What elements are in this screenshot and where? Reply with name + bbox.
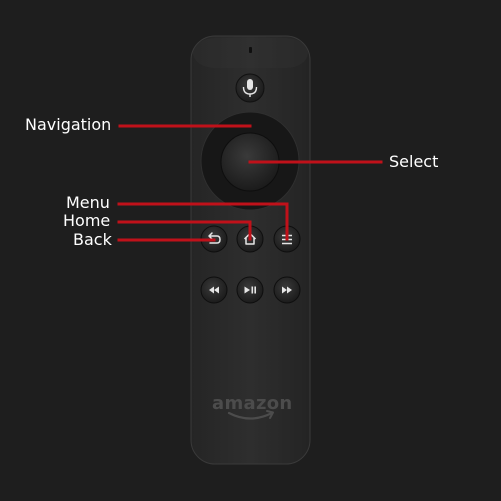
amazon-brand-text: amazon <box>212 393 293 414</box>
back-label: Back <box>73 230 112 249</box>
callout-line-home <box>117 220 252 241</box>
callout-line-menu <box>117 202 289 241</box>
callout-lines <box>117 124 383 242</box>
select-label: Select <box>389 152 439 171</box>
voice-button[interactable] <box>235 73 265 103</box>
play-pause-icon <box>244 286 256 294</box>
fast-forward-button[interactable] <box>273 276 301 304</box>
fast-forward-icon <box>282 286 292 294</box>
amazon-smile-logo <box>227 411 274 420</box>
rewind-button[interactable] <box>200 276 228 304</box>
rewind-icon <box>209 286 219 294</box>
microphone-icon <box>242 79 258 97</box>
ir-sensor <box>249 47 252 53</box>
home-label: Home <box>63 211 111 230</box>
menu-label: Menu <box>66 193 110 212</box>
navigation-label: Navigation <box>25 115 112 134</box>
play-pause-button[interactable] <box>236 276 264 304</box>
